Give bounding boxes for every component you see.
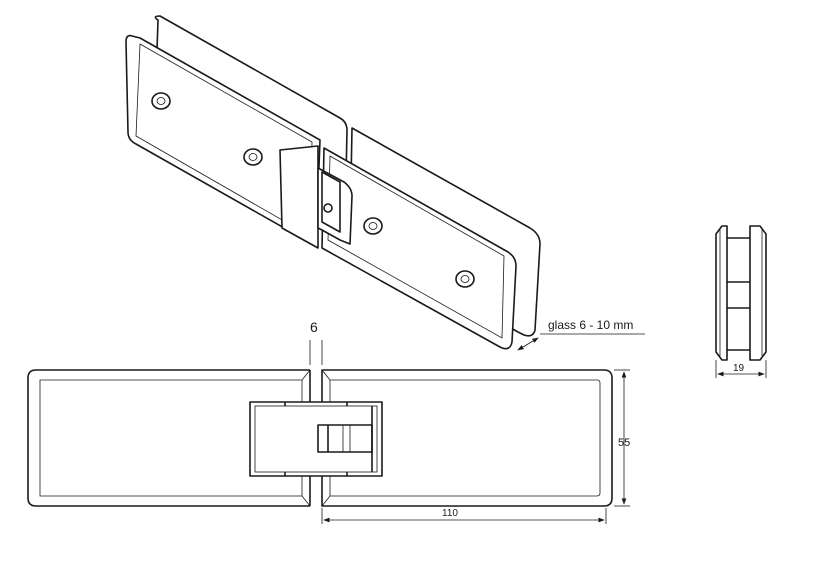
- dimension-height: 55: [614, 369, 630, 507]
- hinge-body: [279, 145, 319, 249]
- depth-label: 19: [733, 363, 745, 374]
- right-plate: [321, 369, 613, 507]
- isometric-view: [125, 15, 541, 350]
- front-left-plate: [125, 34, 321, 247]
- dimension-gap: 6: [309, 319, 323, 365]
- front-view: [27, 369, 613, 507]
- side-view: 19: [715, 225, 767, 378]
- left-plate: [27, 369, 310, 507]
- length-label: 110: [442, 508, 458, 519]
- gap-label: 6: [310, 319, 318, 335]
- front-right-plate: [321, 147, 517, 350]
- dimension-length: 110: [321, 508, 607, 524]
- screw-icon: [151, 92, 475, 288]
- hinge-body-front: [249, 401, 383, 477]
- glass-thickness-label: glass 6 - 10 mm: [548, 318, 633, 332]
- glass-thickness-annotation: glass 6 - 10 mm: [517, 318, 645, 351]
- height-label: 55: [618, 437, 630, 449]
